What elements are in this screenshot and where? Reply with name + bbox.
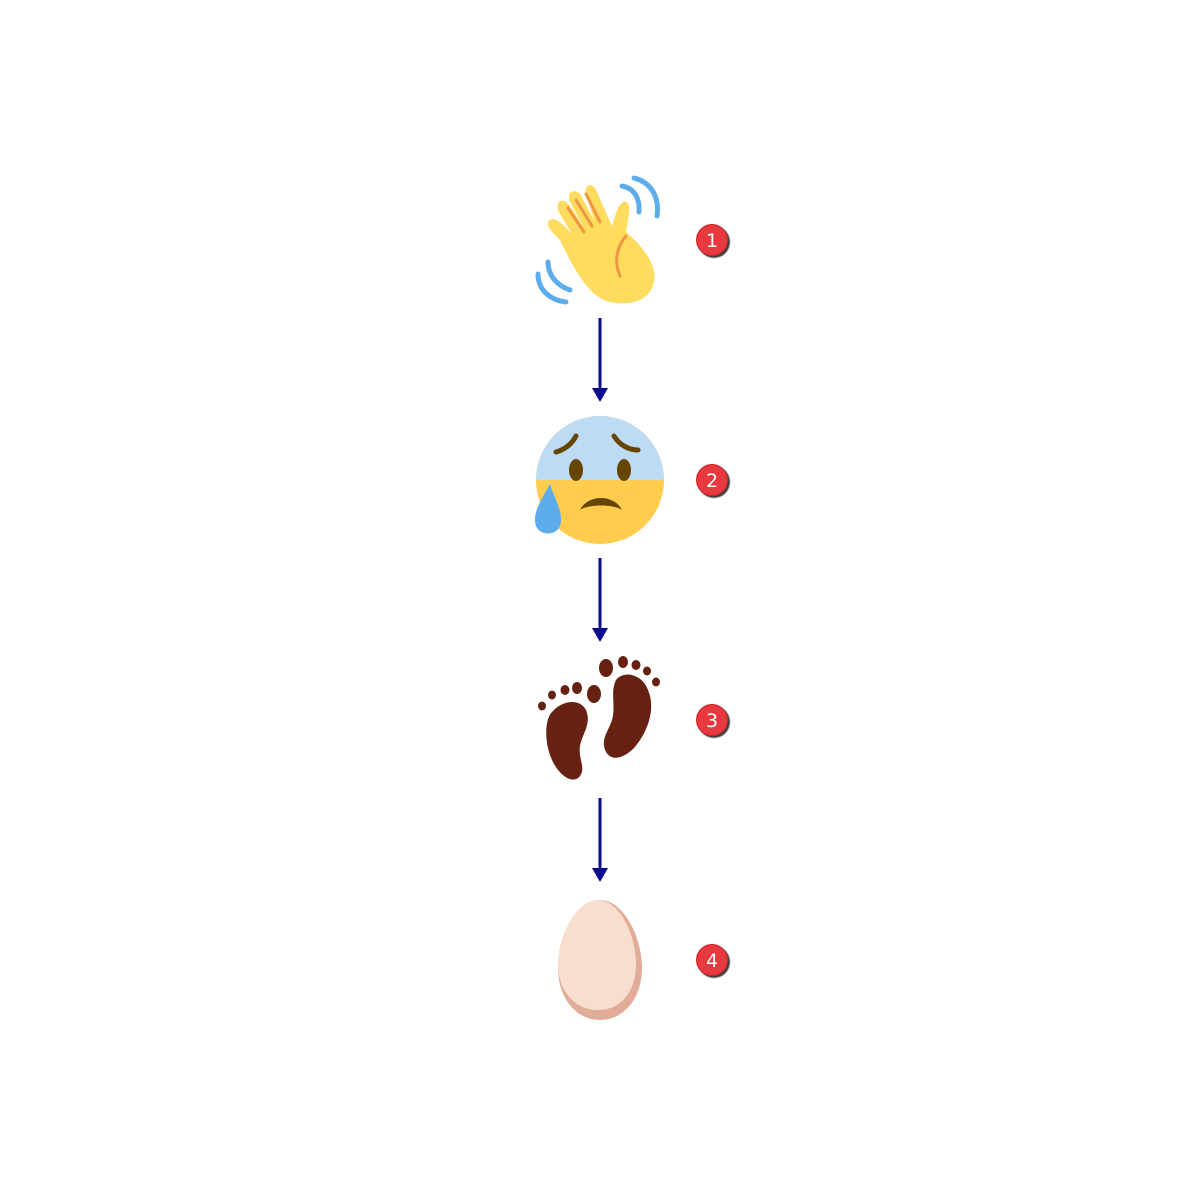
down-arrow xyxy=(590,798,610,884)
anxious-face-with-sweat-icon xyxy=(530,410,670,550)
step-number-badge: 4 xyxy=(696,944,728,976)
egg-icon xyxy=(530,890,670,1030)
footprints-icon xyxy=(530,650,670,790)
down-arrow xyxy=(590,318,610,404)
waving-hand-icon xyxy=(530,170,670,310)
step-number-badge: 3 xyxy=(696,704,728,736)
down-arrow xyxy=(590,558,610,644)
step-number-badge: 1 xyxy=(696,224,728,256)
step-number-badge: 2 xyxy=(696,464,728,496)
